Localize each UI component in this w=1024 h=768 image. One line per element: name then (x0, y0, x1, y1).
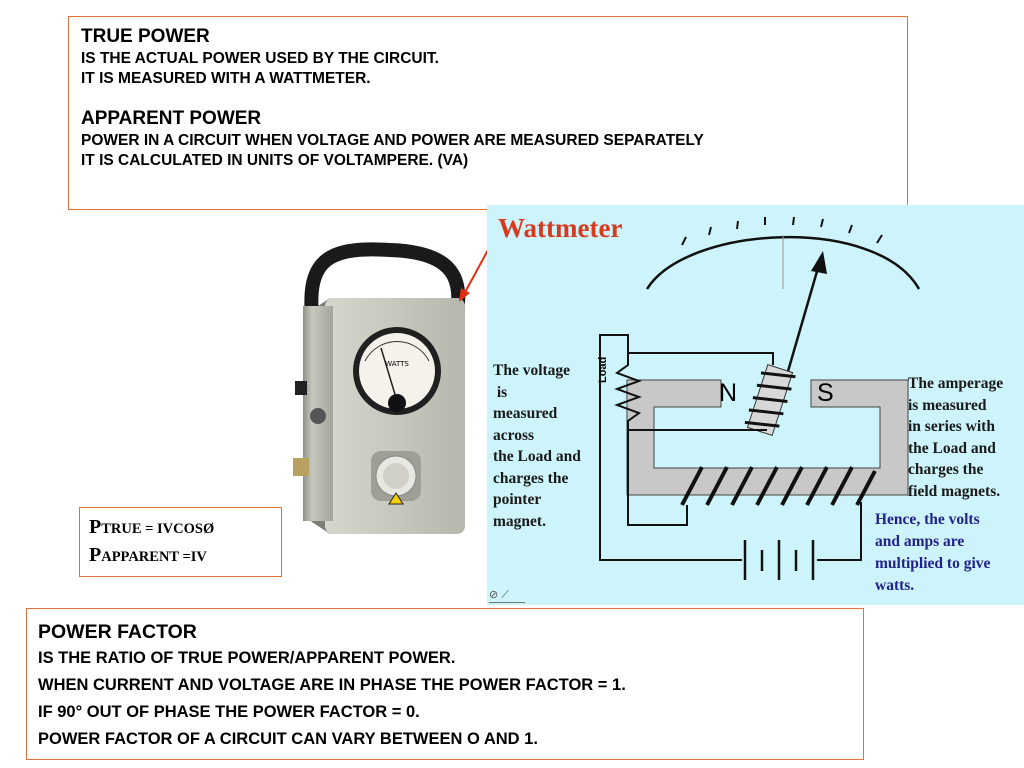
formula-box: PTRUE = IVCOSØ PAPPARENT =IV (79, 507, 282, 577)
diagram-title: Wattmeter (498, 213, 623, 243)
power-factor-line-3: IF 90° OUT OF PHASE THE POWER FACTOR = 0… (38, 703, 420, 721)
power-factor-line-1: IS THE RATIO OF TRUE POWER/APPARENT POWE… (38, 649, 456, 667)
slide-toolbar-icon[interactable]: ⊘ ⟋ (489, 588, 525, 603)
north-pole-label: N (719, 379, 738, 407)
true-power-formula: PTRUE = IVCOSØ (89, 516, 215, 538)
power-factor-line-2: WHEN CURRENT AND VOLTAGE ARE IN PHASE TH… (38, 676, 626, 694)
apparent-power-formula: PAPPARENT =IV (89, 544, 207, 566)
watts-summary: Hence, the volts and amps are multiplied… (875, 511, 991, 594)
power-factor-heading: POWER FACTOR (38, 621, 197, 643)
load-label: Load (597, 356, 609, 383)
apparent-power-line-1: POWER IN A CIRCUIT WHEN VOLTAGE AND POWE… (81, 132, 704, 149)
south-pole-label: S (817, 379, 834, 407)
apparent-power-heading: APPARENT POWER (81, 108, 262, 129)
true-power-heading: TRUE POWER (81, 26, 210, 47)
power-factor-box: POWER FACTOR IS THE RATIO OF TRUE POWER/… (26, 608, 864, 760)
true-power-line-2: IT IS MEASURED WITH A WATTMETER. (81, 70, 371, 87)
power-definitions-box: TRUE POWER IS THE ACTUAL POWER USED BY T… (68, 16, 908, 210)
amperage-description: The amperage is measured in series with … (908, 375, 1004, 500)
power-factor-line-4: POWER FACTOR OF A CIRCUIT CAN VARY BETWE… (38, 730, 538, 748)
voltage-description: The voltage is measured across the Load … (493, 362, 581, 530)
true-power-line-1: IS THE ACTUAL POWER USED BY THE CIRCUIT. (81, 50, 439, 67)
apparent-power-line-2: IT IS CALCULATED IN UNITS OF VOLTAMPERE.… (81, 152, 469, 169)
wattmeter-device-image: WATTS (285, 236, 475, 536)
wattmeter-diagram: Wattmeter N S Load The voltage is measur… (487, 205, 1024, 605)
meter-dial-label: WATTS (385, 360, 409, 368)
